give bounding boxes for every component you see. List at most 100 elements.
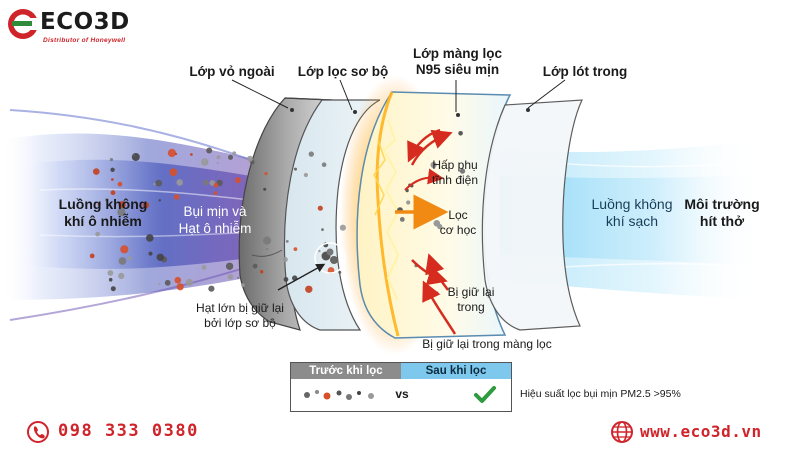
particle	[169, 168, 178, 177]
particle	[146, 234, 154, 242]
particle	[206, 147, 213, 154]
efficiency-note: Hiệu suất lọc bụi mịn PM2.5 >95%	[520, 388, 681, 400]
particle	[283, 277, 289, 282]
particle	[89, 253, 95, 259]
particle	[237, 276, 240, 279]
particle	[262, 236, 272, 245]
label-polluted-air-2: khí ô nhiễm	[64, 213, 142, 229]
particle	[203, 179, 209, 186]
label-clean-air-2: khí sạch	[605, 213, 659, 229]
particle	[117, 208, 126, 217]
label-inner-layer: Lớp lót trong	[542, 64, 628, 79]
particle	[308, 151, 314, 157]
particle	[228, 154, 233, 160]
trapped-particle	[458, 131, 463, 136]
particle	[213, 191, 218, 195]
particle	[109, 158, 114, 162]
label-n95-line2: N95 siêu mịn	[415, 62, 500, 77]
particle	[266, 248, 269, 250]
particle	[118, 257, 127, 265]
label-breathing-2: hít thở	[699, 213, 745, 229]
eco3d-logo-icon	[8, 9, 38, 39]
particle	[321, 228, 324, 231]
particle	[110, 167, 115, 172]
label-n95-line1: Lớp màng lọc	[412, 46, 503, 61]
particle	[174, 152, 178, 156]
particle	[318, 249, 321, 253]
trapped-particle	[459, 168, 466, 174]
particle	[108, 277, 113, 282]
particle	[293, 247, 298, 252]
label-mechanical-1: Lọc	[448, 208, 468, 222]
particle	[164, 279, 171, 286]
particle	[303, 172, 308, 178]
label-trapped-membrane: Bị giữ lại trong màng lọc	[422, 337, 552, 351]
particle	[321, 162, 327, 167]
globe-icon	[611, 421, 633, 443]
particle	[235, 177, 241, 184]
particle	[105, 198, 109, 202]
particle	[118, 272, 125, 279]
phone-icon	[27, 421, 49, 443]
label-electrostatic-2: tĩnh điện	[431, 173, 479, 187]
particle	[190, 153, 193, 156]
particle	[158, 199, 161, 202]
label-pre-filter: Lớp lọc sơ bộ	[297, 64, 389, 79]
particle	[156, 253, 164, 261]
inner-lining-layer	[481, 99, 583, 331]
particle	[97, 202, 101, 207]
particle	[127, 256, 132, 261]
particle	[232, 151, 237, 156]
particle	[131, 153, 140, 161]
particle	[185, 278, 193, 286]
check-icon	[474, 386, 496, 403]
comparison-vs: vs	[395, 387, 409, 401]
particle	[201, 265, 207, 270]
trapped-particle	[426, 265, 431, 271]
comparison-table: Trước khi lọc Sau khi lọc vs	[290, 362, 512, 412]
comparison-before: Trước khi lọc	[291, 363, 401, 379]
particle	[317, 205, 323, 211]
brand-tagline: Distributor of Honeywell	[43, 37, 126, 44]
particle	[285, 240, 289, 243]
label-fine-dust-1: Bụi mịn và	[183, 204, 247, 219]
particle	[93, 168, 100, 175]
particle	[107, 270, 114, 276]
particle	[213, 182, 219, 188]
label-outer-layer: Lớp vỏ ngoài	[189, 64, 275, 79]
particle	[132, 153, 136, 157]
particle	[174, 276, 182, 284]
label-breathing-1: Môi trường	[684, 196, 760, 212]
label-trapped-1: Bị giữ lại	[447, 285, 495, 299]
contact-phone[interactable]: 098 333 0380	[58, 421, 199, 441]
pollution-particles	[89, 131, 466, 295]
particle	[153, 182, 156, 186]
particle	[339, 224, 346, 231]
trapped-particle	[399, 217, 405, 222]
particle	[158, 282, 161, 285]
label-trapped-2: trong	[457, 300, 485, 314]
particle	[120, 245, 129, 254]
label-fine-dust-2: Hạt ô nhiễm	[178, 221, 252, 236]
brand-name: ECO3D	[40, 9, 130, 35]
particle	[216, 162, 219, 164]
particle	[176, 283, 184, 291]
comparison-before-particles	[304, 386, 496, 403]
particle	[247, 155, 253, 162]
particle	[117, 181, 123, 187]
particle	[227, 274, 234, 280]
contact-website[interactable]: www.eco3d.vn	[640, 422, 762, 441]
filtration-arrows	[277, 128, 457, 335]
particle	[263, 187, 267, 191]
label-leader-lines	[231, 79, 566, 112]
particle	[208, 285, 215, 292]
particle	[110, 190, 116, 196]
particle	[264, 172, 268, 176]
label-clean-air-1: Luồng không	[591, 196, 673, 212]
particle	[167, 148, 176, 158]
comparison-after: Sau khi lọc	[401, 363, 511, 379]
particle	[148, 251, 153, 256]
label-large-particles-1: Hạt lớn bị giữ lại	[196, 301, 284, 315]
particle	[155, 179, 163, 187]
